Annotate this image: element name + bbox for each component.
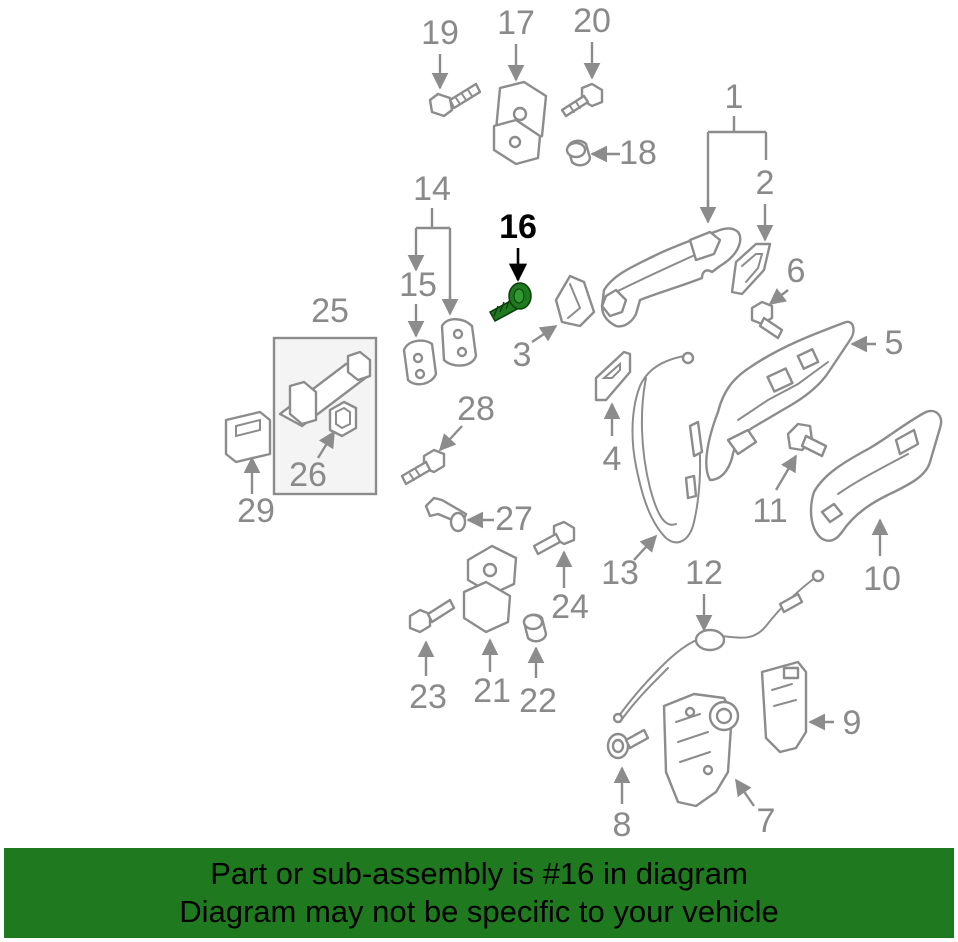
part-26-gasket bbox=[328, 400, 358, 438]
callout-11: 11 bbox=[752, 492, 787, 530]
part-2-gasket bbox=[730, 242, 772, 296]
info-banner: Part or sub-assembly is #16 in diagram D… bbox=[4, 848, 954, 938]
callout-14: 14 bbox=[413, 170, 451, 208]
part-8-screw bbox=[606, 728, 650, 760]
callout-20: 20 bbox=[573, 2, 611, 40]
part-10-inside-handle bbox=[809, 409, 943, 542]
callout-21: 21 bbox=[473, 672, 511, 710]
part-25-door-check bbox=[278, 350, 372, 428]
callout-2: 2 bbox=[756, 164, 775, 202]
part-5-frame bbox=[705, 320, 855, 482]
part-11-screw bbox=[786, 422, 828, 458]
part-12-cable bbox=[612, 569, 825, 724]
part-3-cap bbox=[554, 274, 596, 328]
part-19-bolt bbox=[428, 82, 482, 118]
callout-13: 13 bbox=[601, 554, 639, 592]
callout-9: 9 bbox=[843, 704, 862, 742]
part-28-bolt bbox=[400, 448, 446, 486]
callout-7: 7 bbox=[757, 802, 776, 840]
callout-24: 24 bbox=[551, 588, 589, 626]
callout-22: 22 bbox=[519, 682, 557, 720]
part-27-bolt bbox=[424, 496, 468, 533]
callout-15: 15 bbox=[399, 266, 437, 304]
part-14-plate bbox=[440, 318, 478, 367]
part-17-hinge bbox=[492, 80, 548, 166]
callout-12: 12 bbox=[685, 554, 723, 592]
callout-29: 29 bbox=[237, 492, 275, 530]
callout-28: 28 bbox=[457, 390, 495, 428]
callout-27: 27 bbox=[495, 500, 533, 538]
part-9-bracket bbox=[760, 660, 808, 754]
callout-10: 10 bbox=[863, 560, 901, 598]
callout-6: 6 bbox=[787, 252, 806, 290]
part-6-screw bbox=[750, 300, 784, 340]
parts-diagram: 19 17 20 18 1 2 6 bbox=[224, 2, 943, 844]
callout-3: 3 bbox=[513, 336, 532, 374]
part-15-pad bbox=[402, 339, 438, 386]
part-22-bushing bbox=[522, 613, 548, 643]
callout-8: 8 bbox=[613, 806, 632, 844]
callout-23: 23 bbox=[409, 678, 447, 716]
banner-line-1: Part or sub-assembly is #16 in diagram bbox=[210, 856, 748, 891]
part-18-bushing bbox=[565, 139, 592, 167]
callout-1: 1 bbox=[725, 78, 744, 116]
callout-25: 25 bbox=[311, 292, 349, 330]
part-29-bracket bbox=[224, 410, 272, 464]
part-4-seal bbox=[594, 350, 632, 402]
part-23-bolt bbox=[408, 598, 456, 634]
part-21-hinge bbox=[462, 544, 518, 634]
callout-26: 26 bbox=[289, 456, 327, 494]
callout-16: 16 bbox=[499, 208, 537, 246]
callout-5: 5 bbox=[885, 324, 904, 362]
part-1-outside-handle bbox=[600, 227, 742, 328]
part-24-bolt bbox=[532, 520, 576, 556]
callout-19: 19 bbox=[421, 14, 459, 52]
part-20-bolt bbox=[560, 82, 604, 118]
part-13-cable bbox=[631, 351, 704, 544]
banner-line-2: Diagram may not be specific to your vehi… bbox=[179, 894, 779, 929]
part-7-latch bbox=[662, 692, 740, 808]
callout-17: 17 bbox=[497, 4, 535, 42]
callout-18: 18 bbox=[619, 134, 657, 172]
part-16-bolt-highlighted bbox=[488, 282, 532, 323]
callout-4: 4 bbox=[603, 440, 622, 478]
